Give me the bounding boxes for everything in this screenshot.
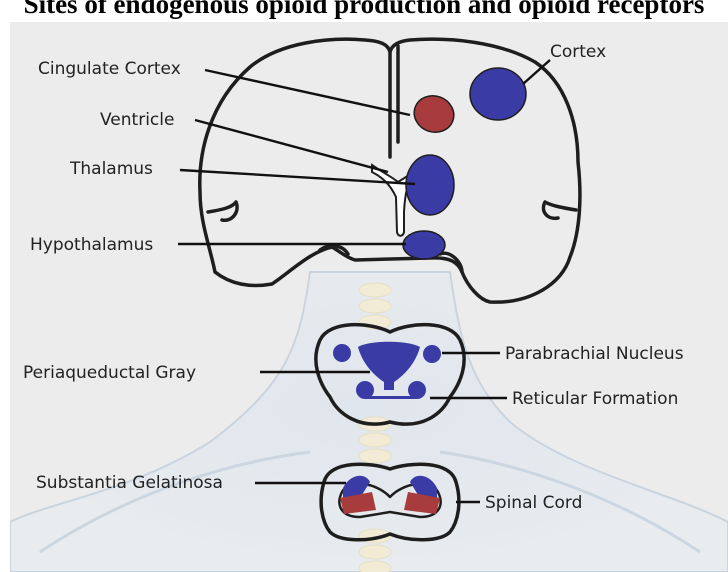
reticular-formation-bridge (365, 396, 417, 399)
cortex-region (470, 68, 526, 120)
diagram-svg: Cingulate Cortex Cortex Ventricle Thalam… (10, 22, 728, 572)
leader-cingulate (205, 70, 410, 115)
label-parabrachial-nucleus: Parabrachial Nucleus (505, 344, 684, 364)
label-spinal-cord: Spinal Cord (485, 493, 582, 513)
label-substantia-gelatinosa: Substantia Gelatinosa (36, 473, 223, 493)
label-ventricle: Ventricle (100, 110, 174, 130)
hypothalamus-region (403, 231, 445, 259)
cingulate-cortex-region (409, 90, 459, 138)
label-thalamus: Thalamus (69, 159, 153, 179)
label-periaqueductal-gray: Periaqueductal Gray (23, 363, 196, 383)
label-hypothalamus: Hypothalamus (30, 235, 153, 255)
leader-ventricle (195, 120, 388, 172)
figure-title: Sites of endogenous opioid production an… (0, 0, 728, 21)
diagram-panel: Cingulate Cortex Cortex Ventricle Thalam… (10, 22, 728, 572)
parabrachial-nucleus-left (333, 344, 351, 362)
right-sulcus (543, 202, 576, 218)
label-cingulate-cortex: Cingulate Cortex (38, 59, 181, 79)
parabrachial-nucleus-right (423, 345, 441, 363)
left-sulcus (208, 202, 237, 220)
label-cortex: Cortex (550, 42, 606, 62)
label-reticular-formation: Reticular Formation (512, 389, 678, 409)
brain-section (200, 39, 580, 302)
